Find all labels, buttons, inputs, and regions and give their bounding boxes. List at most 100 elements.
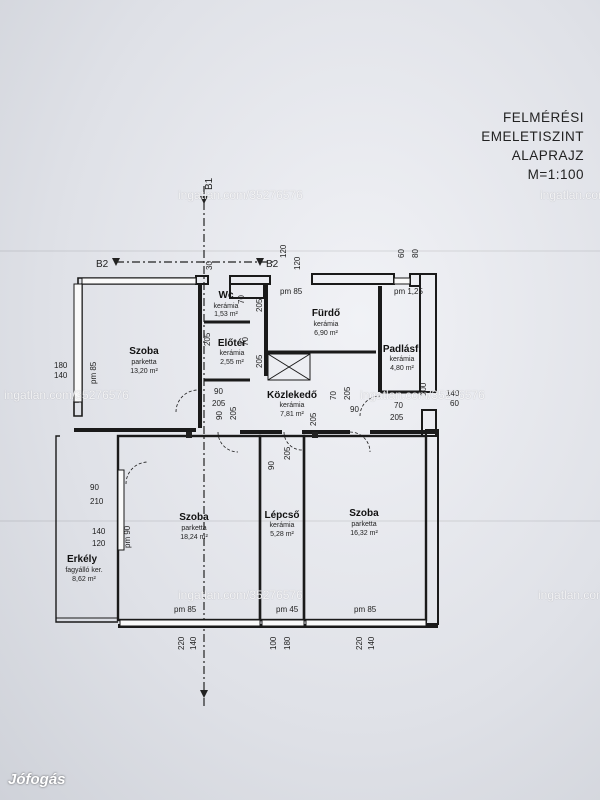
window-szoba1-west <box>73 283 83 403</box>
room-area: 8,62 m² <box>72 576 96 583</box>
walls <box>55 273 439 628</box>
door-padlas <box>359 395 381 417</box>
dim-label: pm 45 <box>276 605 299 614</box>
chimney-2 <box>312 432 318 438</box>
paper-crease <box>0 250 600 252</box>
section-lines <box>116 186 274 708</box>
dim-label: 205 <box>212 399 226 408</box>
window-lepcso-south <box>261 619 305 627</box>
dim-label: 140 <box>367 636 376 650</box>
room-name: Előtér <box>218 338 246 349</box>
stair-marker <box>267 353 311 381</box>
watermark: ingatlan.com/35276576 <box>4 388 129 402</box>
dim-label: pm 90 <box>123 525 132 548</box>
room-material: kerámia <box>280 402 305 409</box>
room-wc: Wc kerámia 1,53 m² <box>214 290 239 318</box>
room-szoba-3: Szoba parketta 16,32 m² <box>349 508 379 537</box>
watermark: ingatlan.com/35276576 <box>178 188 303 202</box>
room-material: fagyálló ker. <box>65 567 102 574</box>
section-arrow-b1 <box>200 196 208 204</box>
chimney-1 <box>186 432 192 438</box>
room-name: Wc <box>219 290 234 301</box>
wall-east-upper <box>419 273 437 393</box>
room-area: 7,81 m² <box>280 411 304 418</box>
dim-label: pm 85 <box>174 605 197 614</box>
section-label-b2-right: B2 <box>266 259 279 270</box>
room-eloter: Előtér kerámia 2,55 m² <box>218 338 246 366</box>
door-swings <box>125 389 381 485</box>
room-name: Szoba <box>349 508 379 519</box>
dim-label: 205 <box>229 406 238 420</box>
dim-label: 70 <box>394 401 403 410</box>
title-line-2: EMELETISZINT <box>481 129 584 144</box>
dim-label: 90 <box>215 411 224 420</box>
dim-label: 90 <box>90 483 99 492</box>
room-material: kerámia <box>214 303 239 310</box>
watermark: ingatlan.com/35276576 <box>178 588 303 602</box>
room-area: 18,24 m² <box>180 534 208 541</box>
section-arrow-b1-bottom <box>200 690 208 698</box>
dim-label: 120 <box>92 539 106 548</box>
room-name: Lépcső <box>264 510 299 521</box>
door-balcony <box>125 461 149 485</box>
room-material: parketta <box>131 359 156 366</box>
dim-label: 70 <box>237 295 246 304</box>
door-szoba3 <box>349 431 371 453</box>
section-arrow-b2-right <box>256 258 264 266</box>
room-material: kerámia <box>270 522 295 529</box>
dim-label: 220 <box>355 636 364 650</box>
section-label-b1: B1 <box>204 177 215 190</box>
room-furdo: Fürdő kerámia 6,90 m² <box>312 308 340 337</box>
dim-label: 205 <box>309 412 318 426</box>
dim-label: pm 85 <box>354 605 377 614</box>
door-szoba2 <box>217 431 239 453</box>
room-material: parketta <box>181 525 206 532</box>
wall-szoba3 <box>302 434 428 622</box>
dimension-labels: 120 30 120 60 80 pm 85 pm 1,25 70 205 20… <box>54 244 460 650</box>
room-name: Közlekedő <box>267 390 317 401</box>
room-area: 4,80 m² <box>390 365 414 372</box>
wall-east-lower <box>421 409 437 437</box>
dim-label: pm 1,25 <box>394 287 423 296</box>
room-kozlekedo: Közlekedő kerámia 7,81 m² <box>267 390 317 418</box>
dim-label: pm 85 <box>89 361 98 384</box>
watermark: ingatlan.com/35276576 <box>360 388 485 402</box>
dim-label: 205 <box>255 298 264 312</box>
watermark: ingatlan.com/35276576 <box>540 188 600 202</box>
dim-label: 90 <box>350 405 359 414</box>
dim-label: 205 <box>203 332 212 346</box>
dim-label: 120 <box>293 256 302 270</box>
dim-label: 120 <box>279 244 288 258</box>
room-lepcso: Lépcső kerámia 5,28 m² <box>264 510 299 538</box>
room-name: Padlásf. <box>383 344 422 355</box>
window-szoba3-south <box>305 619 427 627</box>
dim-label: 140 <box>446 389 460 398</box>
section-arrow-b2-left <box>112 258 120 266</box>
room-material: parketta <box>351 521 376 528</box>
room-material: kerámia <box>220 350 245 357</box>
dim-label: 180 <box>54 361 68 370</box>
dim-label: 140 <box>54 371 68 380</box>
wall-top-block-1 <box>195 275 209 285</box>
room-area: 5,28 m² <box>270 531 294 538</box>
section-label-b2-left: B2 <box>96 259 109 270</box>
door-szoba1 <box>175 389 199 413</box>
jofogas-logo: Jófogás <box>8 771 66 788</box>
dim-label: 90 <box>267 461 276 470</box>
window-szoba2-south <box>119 619 261 627</box>
dim-label: 30 <box>205 261 214 270</box>
dim-label: 100 <box>419 382 428 396</box>
room-area: 1,53 m² <box>214 311 238 318</box>
title-line-1: FELMÉRÉSI <box>502 110 584 125</box>
dim-label: 100 <box>269 636 278 650</box>
room-area: 13,20 m² <box>130 368 158 375</box>
room-name: Szoba <box>129 346 159 357</box>
dim-label: 210 <box>90 497 104 506</box>
room-material: kerámia <box>390 356 415 363</box>
title-line-3: ALAPRAJZ <box>511 148 584 163</box>
watermark: ingatlan.com/35276576 <box>538 588 600 602</box>
wall-wc-block <box>229 283 265 299</box>
room-area: 2,55 m² <box>220 359 244 366</box>
dim-label: 205 <box>343 386 352 400</box>
